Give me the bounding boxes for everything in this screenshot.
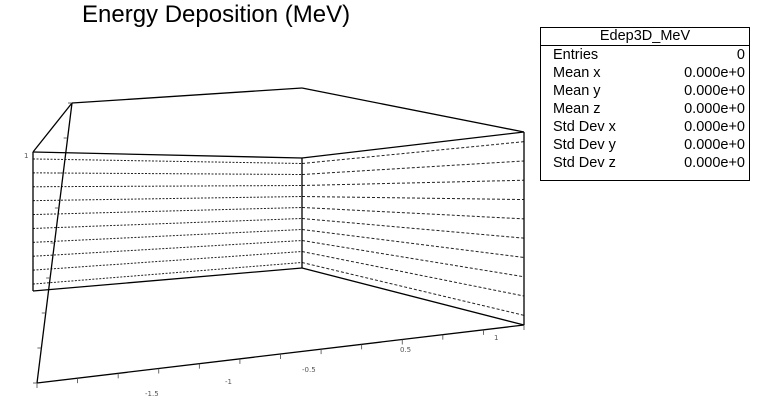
stats-row-value: 0.000e+0 [684, 83, 745, 99]
stats-row-label: Mean x [553, 65, 601, 81]
box-edge [301, 131, 525, 159]
gridline [32, 158, 303, 164]
gridline [301, 251, 525, 297]
gridline [32, 251, 303, 271]
stats-row-value: 0.000e+0 [684, 65, 745, 81]
gridline [32, 229, 303, 243]
tick-label: -1.5 [145, 390, 159, 398]
stats-row: Mean x 0.000e+0 [541, 64, 749, 82]
back-wall-gridlines [32, 141, 525, 316]
3d-frame-box [32, 87, 525, 384]
stats-row: Std Dev z 0.000e+0 [541, 154, 749, 172]
stats-row: Entries 0 [541, 46, 749, 64]
gridline [32, 172, 303, 175]
stats-row-value: 0.000e+0 [684, 137, 745, 153]
box-edge [301, 267, 525, 326]
gridline [301, 218, 525, 239]
axis-ticks: -1.5 -1 -0.5 0.5 1 1 [24, 102, 525, 398]
stats-box-name: Edep3D_MeV [541, 28, 749, 46]
stats-row-label: Entries [553, 47, 599, 63]
tick-label: 1 [494, 334, 498, 342]
gridline [301, 262, 525, 316]
stats-row-label: Std Dev z [553, 155, 616, 171]
tick-label: 0.5 [400, 346, 411, 354]
stats-row-label: Mean z [553, 101, 601, 117]
stats-row-label: Std Dev y [553, 137, 616, 153]
gridline [32, 185, 303, 188]
gridline [301, 141, 525, 164]
stats-row: Mean z 0.000e+0 [541, 100, 749, 118]
box-edge [301, 87, 525, 133]
gridline [301, 240, 525, 278]
gridline [301, 207, 525, 220]
gridline [32, 218, 303, 229]
tick-label: -0.5 [302, 366, 316, 374]
box-edge [32, 102, 73, 153]
chart-title: Energy Deposition (MeV) [82, 1, 351, 28]
gridline [32, 207, 303, 216]
stats-row-value: 0.000e+0 [684, 155, 745, 171]
gridline [32, 262, 303, 285]
gridline [301, 179, 525, 186]
gridline [301, 160, 525, 175]
box-edge [32, 151, 303, 159]
gridline [32, 196, 303, 202]
stats-row: Std Dev y 0.000e+0 [541, 136, 749, 154]
stats-row-value: 0.000e+0 [684, 119, 745, 135]
gridline [32, 240, 303, 257]
box-edge [71, 87, 303, 104]
tick-label: -1 [225, 378, 232, 386]
stats-row-label: Mean y [553, 83, 601, 99]
box-edge [32, 267, 303, 292]
gridline [301, 229, 525, 258]
tick-label: 1 [24, 152, 28, 160]
stats-row-value: 0.000e+0 [684, 101, 745, 117]
stats-row-value: 0 [736, 47, 745, 63]
stats-row: Mean y 0.000e+0 [541, 82, 749, 100]
gridline [301, 196, 525, 201]
stats-row: Std Dev x 0.000e+0 [541, 118, 749, 136]
stats-row-label: Std Dev x [553, 119, 616, 135]
